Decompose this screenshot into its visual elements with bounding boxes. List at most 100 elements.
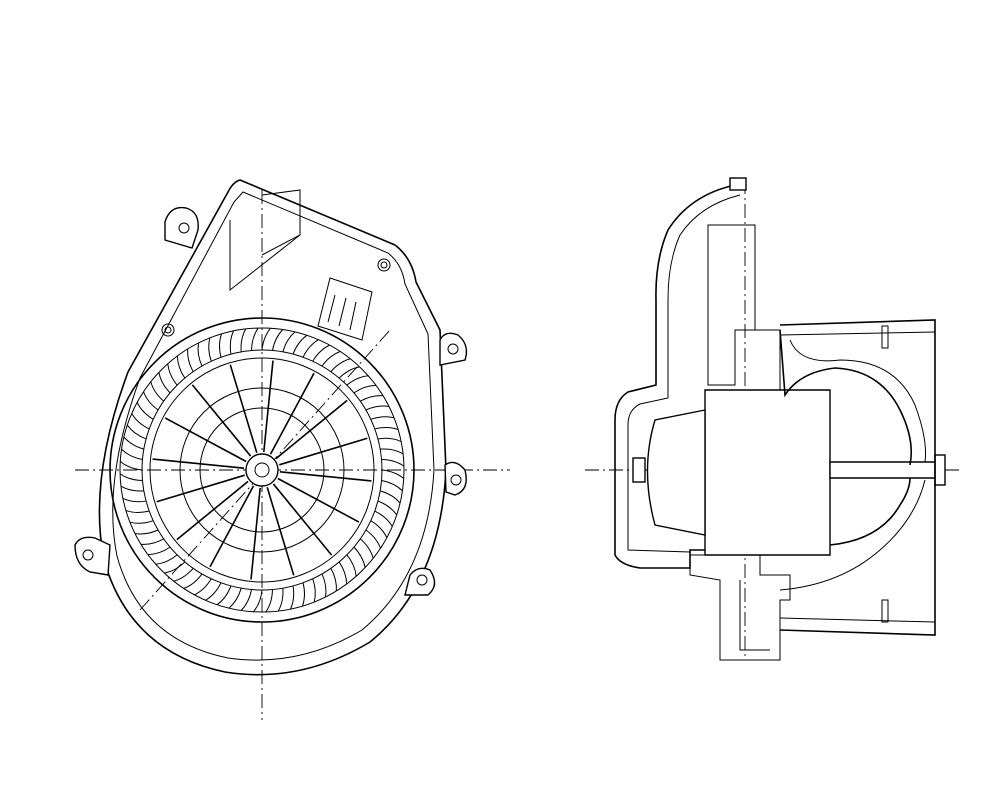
fan-blade [205, 582, 222, 601]
fan-blade [338, 366, 360, 379]
fan-blade [374, 510, 393, 527]
side-housing [614, 184, 736, 569]
fan-blade [126, 424, 147, 440]
fan-spoke [275, 399, 348, 460]
fan-spoke [209, 485, 255, 568]
fan-blade [119, 473, 143, 481]
fan-spoke [263, 360, 274, 453]
fan-blade [377, 500, 398, 516]
fan-blade [134, 529, 159, 535]
fan-spoke [279, 437, 368, 466]
fan-spoke [176, 480, 249, 541]
fan-blade [119, 461, 143, 471]
fan-blade [240, 328, 247, 352]
fan-blade [265, 589, 273, 613]
fan-spoke [164, 417, 247, 463]
fan-blades [119, 327, 405, 613]
fan-blade [380, 490, 401, 504]
fan-blade [228, 588, 242, 609]
fan-blade [187, 348, 194, 372]
fan-blade [197, 342, 203, 367]
fan-blade [271, 329, 284, 351]
fan-blade [321, 351, 341, 367]
fan-blade [150, 381, 165, 402]
fan-blade [370, 416, 395, 420]
mount-lugs [74, 206, 468, 596]
fan-blade [381, 459, 405, 467]
fan-blade [359, 538, 374, 559]
fan-blade [302, 582, 305, 607]
fan-blade [121, 448, 143, 461]
fan-blade [136, 402, 154, 420]
motor-end-cap [646, 409, 706, 536]
fan-wheel [109, 317, 415, 623]
fan-blade [377, 437, 402, 442]
fan-blade [365, 405, 390, 411]
fan-spoke [191, 384, 252, 457]
fan-spoke [269, 372, 315, 455]
fan-blade [380, 448, 404, 455]
fan-blade [353, 546, 366, 568]
fan-blade [365, 529, 381, 549]
fan-blade [208, 337, 212, 362]
fan-blade [173, 567, 194, 582]
fan-blade [143, 391, 159, 411]
fan-blade [292, 334, 308, 355]
fan-blade [277, 588, 284, 612]
fan-blade [194, 578, 212, 596]
shaft [829, 461, 941, 479]
fan-blade [219, 333, 222, 358]
impeller-outlet [779, 319, 936, 636]
fan-spokes [152, 360, 372, 580]
fan-blade [346, 375, 369, 386]
fan-blade [381, 479, 403, 492]
fan-blade [338, 561, 348, 585]
fan-blade [253, 589, 263, 613]
fan-blade [129, 520, 154, 524]
fan-blade [120, 485, 144, 492]
fan-blade [155, 554, 178, 565]
fan-blade [330, 568, 337, 592]
fan-blade [183, 573, 203, 589]
fan-blade [312, 344, 330, 362]
fan-blade [312, 578, 316, 603]
fan-blade [381, 469, 405, 479]
fan-spoke [279, 471, 372, 482]
label-plate [317, 277, 373, 341]
housing-inner-outline [112, 191, 435, 661]
fan-blade [216, 585, 232, 606]
impeller-hub [779, 329, 913, 466]
fan-blade [122, 498, 147, 503]
fan-spoke [156, 474, 245, 503]
fan-blade [374, 427, 399, 430]
fan-spoke [272, 483, 333, 556]
fan-blade [282, 331, 296, 352]
fan-blade [240, 589, 253, 611]
fan-blade [147, 546, 171, 556]
fan-blade [158, 372, 171, 394]
fan-spoke [250, 487, 261, 580]
fan-blade [167, 363, 178, 386]
fan-spoke [266, 487, 295, 576]
housing-outline [98, 179, 447, 676]
fan-blade [176, 355, 186, 379]
fan-blade [346, 554, 357, 577]
fan-blade [140, 538, 164, 545]
front-view [74, 179, 510, 720]
fan-blade [261, 327, 271, 351]
fan-blade [229, 330, 234, 355]
fan-blade [125, 510, 150, 513]
fan-blade [290, 585, 295, 610]
fan-blade [131, 413, 150, 430]
fan-blade [302, 339, 319, 358]
fan-blade [360, 395, 384, 402]
fan-spoke [152, 458, 245, 469]
fan-blade [164, 561, 186, 574]
fan-spoke [277, 477, 360, 523]
side-view [585, 177, 960, 661]
fan-blade [123, 436, 144, 450]
fan-blade [353, 384, 377, 394]
fan-spoke [229, 364, 258, 453]
fan-blade [251, 327, 259, 351]
